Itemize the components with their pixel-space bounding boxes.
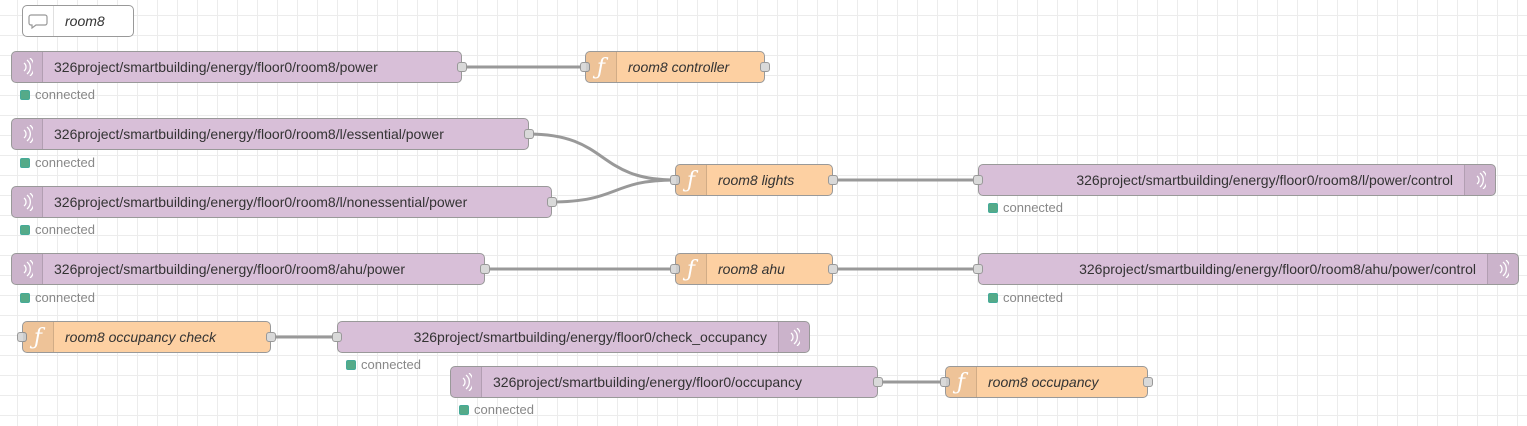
- mqtt-out-node[interactable]: 326project/smartbuilding/energy/floor0/r…: [973, 164, 1496, 196]
- node-label: 326project/smartbuilding/energy/floor0/o…: [493, 374, 802, 390]
- function-node[interactable]: ƒ room8 occupancy: [940, 366, 1153, 398]
- node-label: room8 lights: [718, 172, 795, 188]
- mqtt-in-node[interactable]: 326project/smartbuilding/energy/floor0/r…: [11, 186, 557, 218]
- node-label: 326project/smartbuilding/energy/floor0/c…: [413, 329, 767, 345]
- input-port[interactable]: [670, 175, 680, 185]
- status-dot-icon: [20, 225, 30, 235]
- output-port[interactable]: [760, 62, 770, 72]
- mqtt-in-node[interactable]: 326project/smartbuilding/energy/floor0/o…: [450, 366, 883, 398]
- output-port[interactable]: [547, 197, 557, 207]
- status-connected: connected: [20, 222, 95, 237]
- input-port[interactable]: [940, 377, 950, 387]
- status-dot-icon: [346, 360, 356, 370]
- output-port[interactable]: [1143, 377, 1153, 387]
- status-connected: connected: [20, 87, 95, 102]
- node-label: room8 controller: [628, 59, 730, 75]
- node-label: 326project/smartbuilding/energy/floor0/r…: [54, 194, 468, 210]
- status-dot-icon: [20, 158, 30, 168]
- wire[interactable]: [527, 132, 676, 182]
- function-icon: ƒ: [676, 254, 707, 284]
- wire[interactable]: [550, 178, 676, 204]
- mqtt-out-node[interactable]: 326project/smartbuilding/energy/floor0/r…: [973, 253, 1519, 285]
- status-connected: connected: [459, 402, 534, 417]
- mqtt-in-node[interactable]: 326project/smartbuilding/energy/floor0/r…: [11, 51, 467, 83]
- input-port[interactable]: [332, 332, 342, 342]
- radio-waves-icon: [12, 52, 43, 82]
- mqtt-in-node[interactable]: 326project/smartbuilding/energy/floor0/r…: [11, 118, 534, 150]
- radio-waves-icon: [1464, 165, 1495, 195]
- output-port[interactable]: [873, 377, 883, 387]
- function-icon: ƒ: [23, 322, 54, 352]
- radio-waves-icon: [778, 322, 809, 352]
- function-node[interactable]: ƒ room8 lights: [670, 164, 838, 196]
- status-dot-icon: [459, 405, 469, 415]
- input-port[interactable]: [580, 62, 590, 72]
- status-connected: connected: [20, 155, 95, 170]
- function-node[interactable]: ƒ room8 occupancy check: [17, 321, 276, 353]
- output-port[interactable]: [457, 62, 467, 72]
- output-port[interactable]: [828, 175, 838, 185]
- radio-waves-icon: [12, 119, 43, 149]
- mqtt-in-node[interactable]: 326project/smartbuilding/energy/floor0/r…: [11, 253, 490, 285]
- node-label: room8 occupancy check: [65, 329, 216, 345]
- comment-label: room8: [65, 13, 105, 29]
- function-icon: ƒ: [586, 52, 617, 82]
- output-port[interactable]: [266, 332, 276, 342]
- function-icon: ƒ: [946, 367, 977, 397]
- function-node[interactable]: ƒ room8 controller: [580, 51, 770, 83]
- input-port[interactable]: [973, 175, 983, 185]
- node-label: 326project/smartbuilding/energy/floor0/r…: [54, 126, 444, 142]
- radio-waves-icon: [12, 187, 43, 217]
- node-label: 326project/smartbuilding/energy/floor0/r…: [1076, 172, 1453, 188]
- output-port[interactable]: [480, 264, 490, 274]
- comment-node[interactable]: room8: [22, 5, 134, 37]
- comment-icon: [23, 6, 54, 36]
- node-label: room8 occupancy: [988, 374, 1099, 390]
- status-dot-icon: [988, 293, 998, 303]
- radio-waves-icon: [451, 367, 482, 397]
- input-port[interactable]: [973, 264, 983, 274]
- status-connected: connected: [988, 290, 1063, 305]
- status-connected: connected: [20, 290, 95, 305]
- radio-waves-icon: [1487, 254, 1518, 284]
- input-port[interactable]: [17, 332, 27, 342]
- node-label: 326project/smartbuilding/energy/floor0/r…: [1079, 261, 1476, 277]
- mqtt-out-node[interactable]: 326project/smartbuilding/energy/floor0/c…: [332, 321, 810, 353]
- radio-waves-icon: [12, 254, 43, 284]
- status-connected: connected: [988, 200, 1063, 215]
- node-label: room8 ahu: [718, 261, 785, 277]
- status-dot-icon: [20, 293, 30, 303]
- function-icon: ƒ: [676, 165, 707, 195]
- function-node[interactable]: ƒ room8 ahu: [670, 253, 838, 285]
- node-label: 326project/smartbuilding/energy/floor0/r…: [54, 261, 405, 277]
- status-connected: connected: [346, 357, 421, 372]
- input-port[interactable]: [670, 264, 680, 274]
- output-port[interactable]: [524, 129, 534, 139]
- output-port[interactable]: [828, 264, 838, 274]
- node-label: 326project/smartbuilding/energy/floor0/r…: [54, 59, 378, 75]
- status-dot-icon: [20, 90, 30, 100]
- status-dot-icon: [988, 203, 998, 213]
